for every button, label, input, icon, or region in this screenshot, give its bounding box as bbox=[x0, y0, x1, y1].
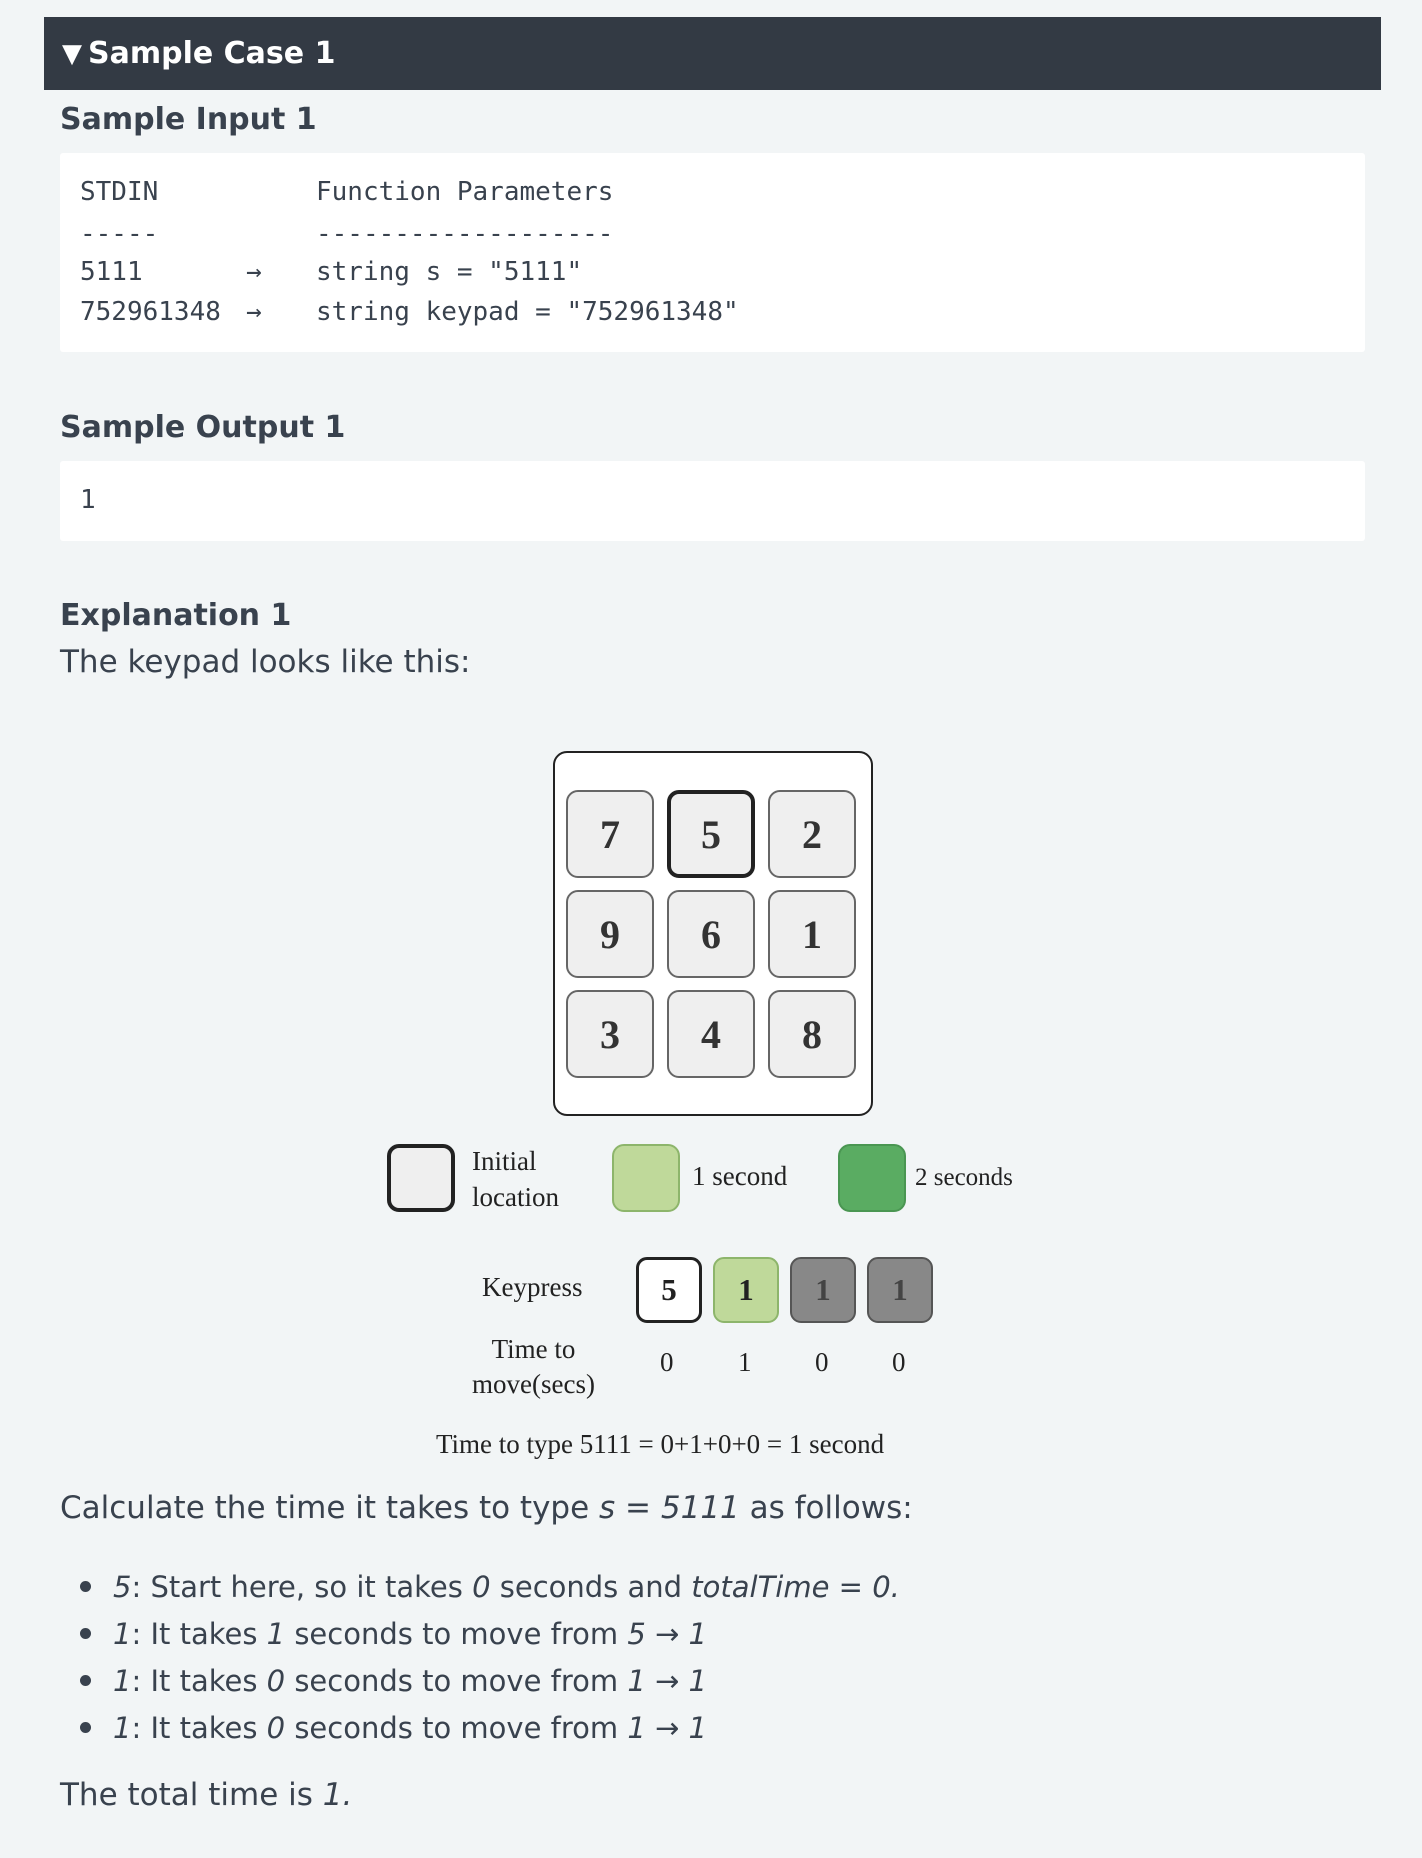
move-time: 1 bbox=[738, 1347, 752, 1377]
legend-one-second-label: 1 second bbox=[692, 1161, 788, 1191]
sample-output-heading: Sample Output 1 bbox=[60, 410, 346, 445]
sample-case-toggle[interactable]: ▼ Sample Case 1 bbox=[44, 17, 1381, 90]
bullet-icon bbox=[80, 1581, 91, 1592]
keypad-key-initial: 5 bbox=[667, 790, 755, 878]
keypad-key: 1 bbox=[768, 890, 856, 978]
move-time: 0 bbox=[660, 1347, 674, 1377]
keypad-key: 7 bbox=[566, 790, 654, 878]
list-item: 1: It takes 1 seconds to move from 5 → 1 bbox=[80, 1610, 900, 1657]
move-time: 0 bbox=[892, 1347, 906, 1377]
param-value: string keypad = "752961348" bbox=[316, 297, 739, 327]
arrow-icon: → bbox=[246, 257, 262, 287]
stdin-header: STDIN bbox=[80, 177, 159, 207]
keypad-key: 4 bbox=[667, 990, 755, 1078]
keypress-label: Keypress bbox=[482, 1272, 583, 1302]
keypad-key: 8 bbox=[768, 990, 856, 1078]
explanation-heading: Explanation 1 bbox=[60, 598, 292, 633]
keypad-key: 2 bbox=[768, 790, 856, 878]
calculation-intro: Calculate the time it takes to type s = … bbox=[60, 1490, 913, 1526]
keypress-key: 1 bbox=[867, 1257, 933, 1323]
keypress-key: 1 bbox=[713, 1257, 779, 1323]
stdin-rule: ----- bbox=[80, 219, 159, 249]
bullet-icon bbox=[80, 1722, 91, 1733]
sample-input-heading: Sample Input 1 bbox=[60, 102, 317, 137]
calculation-steps: 5: Start here, so it takes 0 seconds and… bbox=[80, 1563, 900, 1751]
legend-two-seconds-swatch bbox=[838, 1144, 906, 1212]
legend-initial-label: Initial location bbox=[472, 1146, 559, 1212]
params-rule: ------------------- bbox=[316, 219, 614, 249]
keypad-key: 6 bbox=[667, 890, 755, 978]
legend-one-second-swatch bbox=[612, 1144, 680, 1212]
total-time-line: Time to type 5111 = 0+1+0+0 = 1 second bbox=[436, 1429, 885, 1459]
explanation-intro: The keypad looks like this: bbox=[60, 644, 471, 680]
stdin-value: 5111 bbox=[80, 257, 143, 287]
keypad-key: 3 bbox=[566, 990, 654, 1078]
sample-input-box: STDIN Function Parameters ----- --------… bbox=[60, 153, 1365, 352]
sample-case-title: Sample Case 1 bbox=[88, 36, 336, 71]
legend-initial-swatch bbox=[387, 1144, 455, 1212]
output-value: 1 bbox=[80, 485, 96, 515]
bullet-icon bbox=[80, 1675, 91, 1686]
keypad-key: 9 bbox=[566, 890, 654, 978]
param-value: string s = "5111" bbox=[316, 257, 583, 287]
keypress-key: 5 bbox=[636, 1257, 702, 1323]
stdin-value: 752961348 bbox=[80, 297, 221, 327]
total-time-text: The total time is 1. bbox=[60, 1777, 353, 1813]
list-item: 5: Start here, so it takes 0 seconds and… bbox=[80, 1563, 900, 1610]
time-to-move-label: Time to move(secs) bbox=[472, 1334, 595, 1399]
params-header: Function Parameters bbox=[316, 177, 614, 207]
bullet-icon bbox=[80, 1628, 91, 1639]
list-item: 1: It takes 0 seconds to move from 1 → 1 bbox=[80, 1704, 900, 1751]
keypress-key: 1 bbox=[790, 1257, 856, 1323]
move-time: 0 bbox=[815, 1347, 829, 1377]
triangle-down-icon: ▼ bbox=[62, 38, 82, 69]
arrow-icon: → bbox=[246, 297, 262, 327]
list-item: 1: It takes 0 seconds to move from 1 → 1 bbox=[80, 1657, 900, 1704]
legend-two-seconds-label: 2 seconds bbox=[915, 1164, 1013, 1191]
sample-output-box: 1 bbox=[60, 461, 1365, 541]
